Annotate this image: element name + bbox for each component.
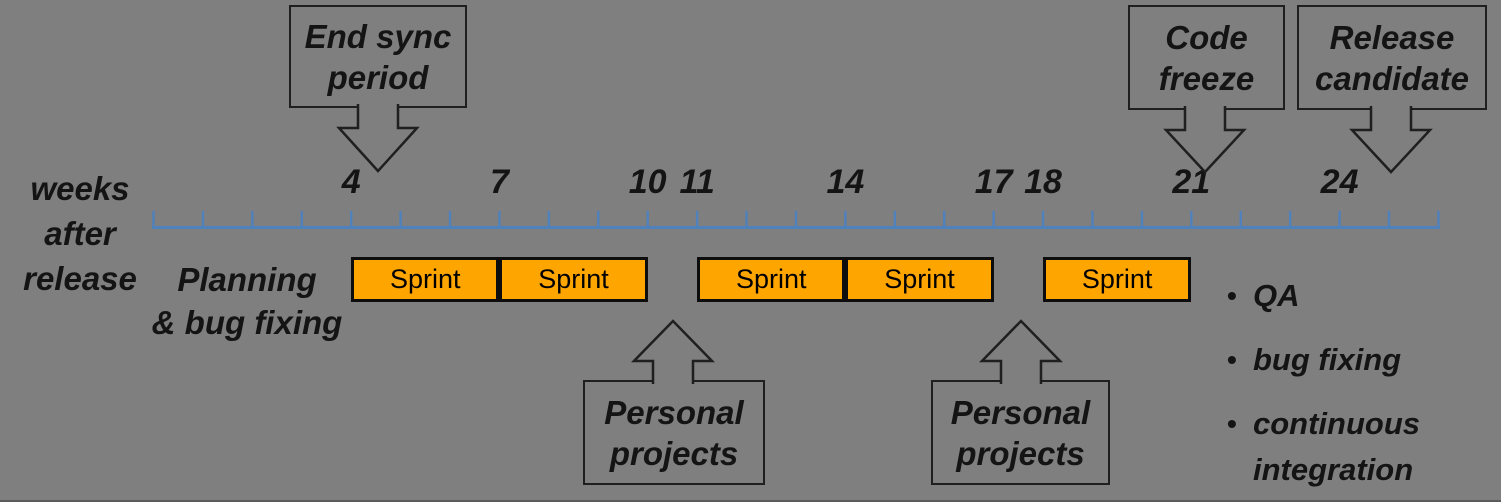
week-label-17: 17: [974, 163, 1013, 201]
note-text: QA: [1253, 278, 1300, 313]
week-label-4: 4: [341, 163, 361, 201]
bullet-icon: •: [1227, 408, 1237, 439]
note-text: bug fixing: [1253, 342, 1402, 377]
axis-label: weeks after release: [23, 170, 137, 297]
callout-label: Code freeze: [1158, 18, 1255, 97]
callout-label: End sync period: [304, 17, 452, 96]
callout-personal-projects-2: Personal projects: [931, 380, 1110, 485]
week-label-24: 24: [1320, 163, 1359, 201]
note-text: continuous integration: [1253, 406, 1421, 487]
callout-label: Personal projects: [950, 393, 1091, 472]
list-item: • continuous integration: [1215, 401, 1490, 493]
callout-release-candidate: Release candidate: [1297, 5, 1487, 110]
phase-label: Planning & bug fixing: [151, 261, 343, 341]
sprint-box-2: Sprint: [499, 257, 648, 302]
list-item: • QA: [1215, 273, 1490, 319]
callout-label: Personal projects: [604, 393, 744, 472]
week-label-21: 21: [1172, 163, 1211, 201]
callout-label: Release candidate: [1314, 18, 1470, 97]
week-label-14: 14: [826, 163, 865, 201]
week-label-10: 10: [628, 163, 667, 201]
week-label-11: 11: [679, 163, 715, 201]
callout-personal-projects-1: Personal projects: [583, 380, 765, 485]
week-label-7: 7: [489, 163, 509, 201]
sprint-box-3: Sprint: [697, 257, 846, 302]
bullet-icon: •: [1227, 280, 1237, 311]
week-label-18: 18: [1024, 163, 1062, 201]
sprint-box-5: Sprint: [1043, 257, 1192, 302]
sprint-box-4: Sprint: [845, 257, 994, 302]
sprint-box-1: Sprint: [351, 257, 500, 302]
callout-end-sync-period: End sync period: [289, 5, 467, 108]
bullet-icon: •: [1227, 344, 1237, 375]
side-notes-list: • QA • bug fixing • continuous integrati…: [1215, 255, 1490, 502]
callout-code-freeze: Code freeze: [1128, 5, 1285, 110]
list-item: • bug fixing: [1215, 337, 1490, 383]
